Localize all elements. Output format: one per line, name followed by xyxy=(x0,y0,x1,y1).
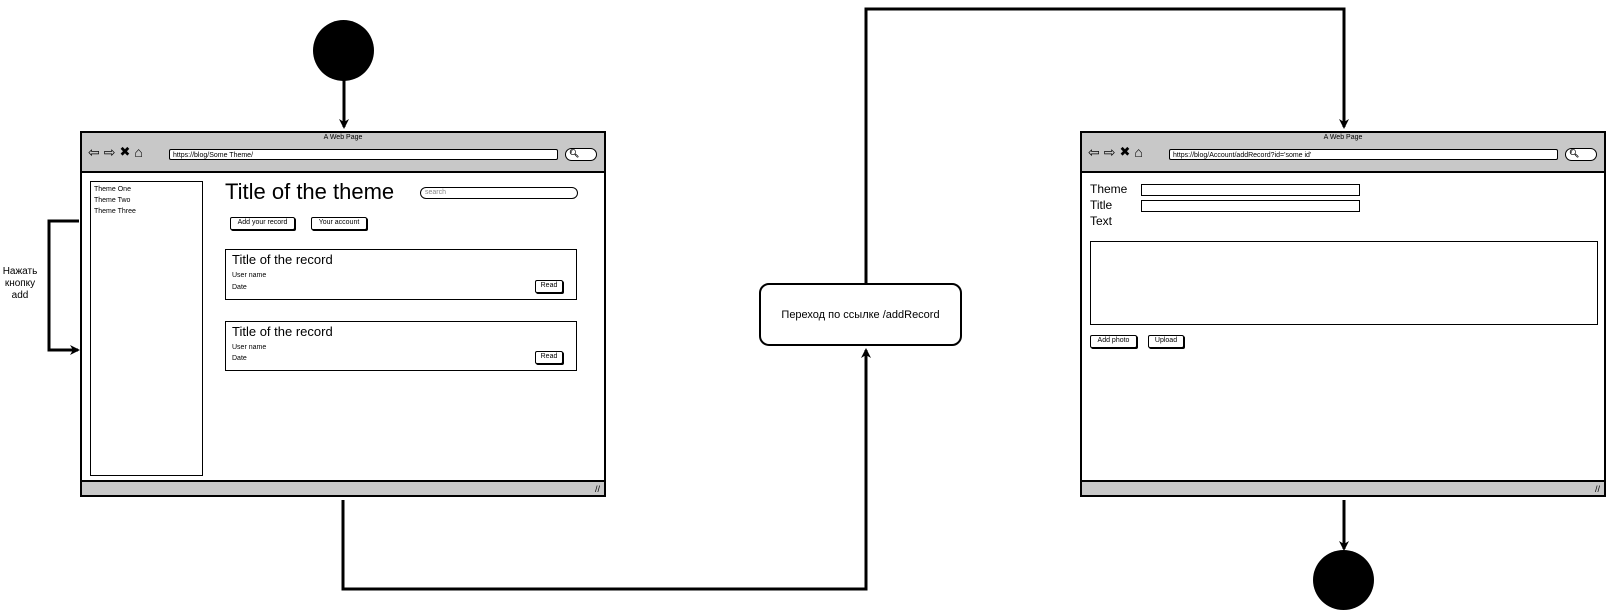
back-arrow-icon[interactable]: ⇦ xyxy=(1088,144,1100,160)
theme-field[interactable] xyxy=(1141,184,1360,196)
arrow-to-add-record-page xyxy=(864,7,1349,283)
home-icon[interactable]: ⌂ xyxy=(134,144,143,160)
close-icon[interactable]: ✖ xyxy=(119,144,131,159)
forward-arrow-icon[interactable]: ⇨ xyxy=(1103,144,1116,160)
record-title[interactable]: Title of the record xyxy=(232,252,333,267)
start-node xyxy=(313,20,374,81)
status-bar: // xyxy=(82,480,604,495)
sidebar-item-theme-one[interactable]: Theme One xyxy=(94,186,131,193)
nav-icons: ⇦ ⇨ ✖ ⌂ xyxy=(88,144,143,160)
add-photo-button[interactable]: Add photo xyxy=(1090,335,1137,348)
account-button[interactable]: Your account xyxy=(311,217,367,230)
title-field[interactable] xyxy=(1141,200,1360,212)
record-date: Date xyxy=(232,284,247,291)
search-input[interactable]: search xyxy=(420,187,578,199)
url-bar[interactable]: https://blog/Account/addRecord?id='some … xyxy=(1169,149,1558,160)
right-browser-window: A Web Page ⇦ ⇨ ✖ ⌂ https://blog/Account/… xyxy=(1080,131,1606,497)
record-card: Title of the record User name Date Read xyxy=(225,321,577,371)
browser-toolbar: A Web Page ⇦ ⇨ ✖ ⌂ https://blog/Some The… xyxy=(82,133,604,173)
resize-grip-icon[interactable]: // xyxy=(594,484,600,494)
read-button[interactable]: Read xyxy=(535,351,563,364)
browser-toolbar: A Web Page ⇦ ⇨ ✖ ⌂ https://blog/Account/… xyxy=(1082,133,1604,173)
sidebar-item-theme-two[interactable]: Theme Two xyxy=(94,197,131,204)
read-button[interactable]: Read xyxy=(535,280,563,293)
theme-sidebar: Theme One Theme Two Theme Three xyxy=(90,181,203,476)
text-area[interactable] xyxy=(1090,241,1598,325)
record-date: Date xyxy=(232,355,247,362)
arrow-to-transition xyxy=(341,348,871,591)
resize-grip-icon[interactable]: // xyxy=(1594,484,1600,494)
page-title: Title of the theme xyxy=(225,179,395,204)
url-bar[interactable]: https://blog/Some Theme/ xyxy=(169,149,558,160)
home-icon[interactable]: ⌂ xyxy=(1134,144,1143,160)
record-user: User name xyxy=(232,272,267,279)
sidebar-item-theme-three[interactable]: Theme Three xyxy=(94,208,136,215)
title-label: Title xyxy=(1090,198,1113,212)
nav-icons: ⇦ ⇨ ✖ ⌂ xyxy=(1088,144,1143,160)
upload-button[interactable]: Upload xyxy=(1148,335,1184,348)
window-title: A Web Page xyxy=(323,134,363,141)
window-title: A Web Page xyxy=(1323,134,1363,141)
transition-step: Переход по ссылке /addRecord xyxy=(759,283,962,346)
add-button-note: Нажать кнопку add xyxy=(2,266,38,301)
theme-label: Theme xyxy=(1090,182,1128,196)
add-record-button[interactable]: Add your record xyxy=(230,217,295,230)
left-browser-window: A Web Page ⇦ ⇨ ✖ ⌂ https://blog/Some The… xyxy=(80,131,606,497)
text-label: Text xyxy=(1090,214,1113,228)
end-node xyxy=(1313,550,1374,610)
back-arrow-icon[interactable]: ⇦ xyxy=(88,144,100,160)
record-card: Title of the record User name Date Read xyxy=(225,249,577,300)
close-icon[interactable]: ✖ xyxy=(1119,144,1131,159)
forward-arrow-icon[interactable]: ⇨ xyxy=(103,144,116,160)
status-bar: // xyxy=(1082,480,1604,495)
add-button-loop-arrow xyxy=(47,219,80,355)
record-user: User name xyxy=(232,344,267,351)
record-title[interactable]: Title of the record xyxy=(232,324,333,339)
search-icon[interactable]: 🔍︎ xyxy=(565,148,597,161)
search-icon[interactable]: 🔍︎ xyxy=(1565,148,1597,161)
